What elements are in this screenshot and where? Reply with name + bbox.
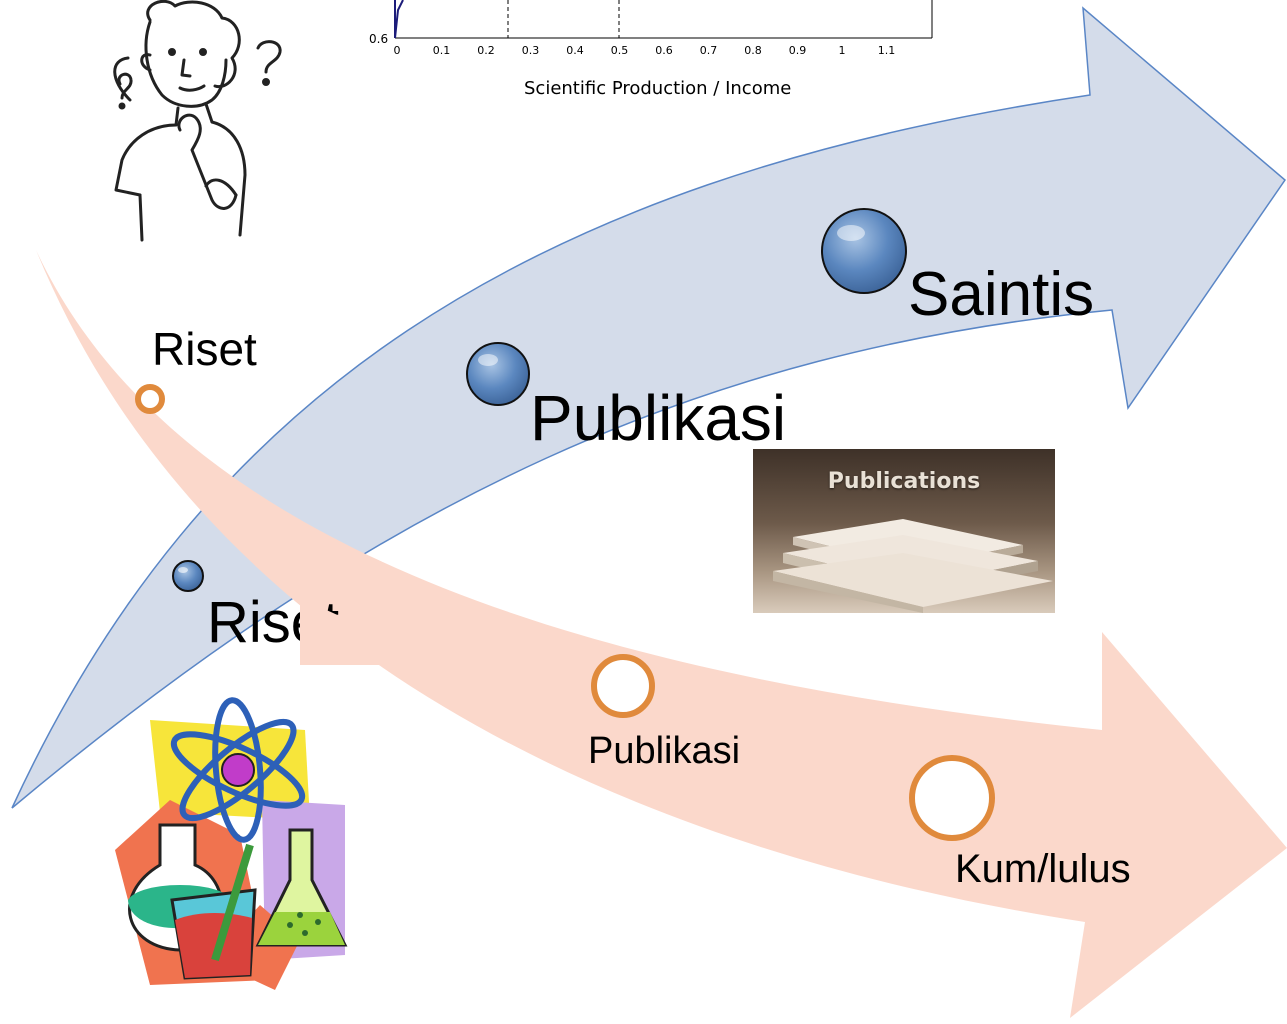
- publications-photo: Publications: [753, 449, 1055, 613]
- chart-x-tick-label: 0.3: [521, 44, 540, 57]
- stage-marker-kum-orange: [909, 755, 995, 841]
- chart-x-tick-label: 0.1: [432, 44, 451, 57]
- chart-y-min-label: 0.6: [369, 32, 389, 46]
- publications-photo-title: Publications: [827, 469, 981, 494]
- chart-x-tick-label: 0.8: [744, 44, 762, 57]
- science-lab-clipart-icon: [115, 697, 348, 990]
- stage-marker-riset-orange: [135, 384, 165, 414]
- upper-stage-label-publikasi: Publikasi: [530, 382, 787, 454]
- chart-x-tick-label: 0.6: [655, 44, 673, 57]
- thinking-person-icon: [113, 0, 282, 242]
- chart-x-tick-label: 0.9: [788, 44, 807, 57]
- chart-x-tick-label: 0: [393, 44, 401, 57]
- chart-x-tick-label: 0.4: [566, 44, 584, 57]
- chart-x-axis-label: Scientific Production / Income: [524, 78, 792, 99]
- lower-stage-label-publikasi: Publikasi: [588, 730, 741, 772]
- chart-x-tick-label: 1: [838, 44, 846, 57]
- chart-x-tick-label: 0.7: [699, 44, 718, 57]
- chart-x-tick-label: 1.1: [877, 44, 896, 57]
- stage-marker-publikasi-orange: [591, 654, 655, 718]
- chart-x-tick-label: 0.2: [477, 44, 495, 57]
- lower-stage-label-riset: Riset: [152, 323, 257, 375]
- books-stack-icon: [773, 519, 1053, 613]
- lower-stage-label-kum-lulus: Kum/lulus: [955, 847, 1131, 891]
- chart-fragment: [394, 0, 933, 39]
- chart-x-tick-label: 0.5: [610, 44, 629, 57]
- upper-arrow-shape: [11, 6, 1287, 809]
- upper-stage-label-saintis: Saintis: [908, 260, 1095, 329]
